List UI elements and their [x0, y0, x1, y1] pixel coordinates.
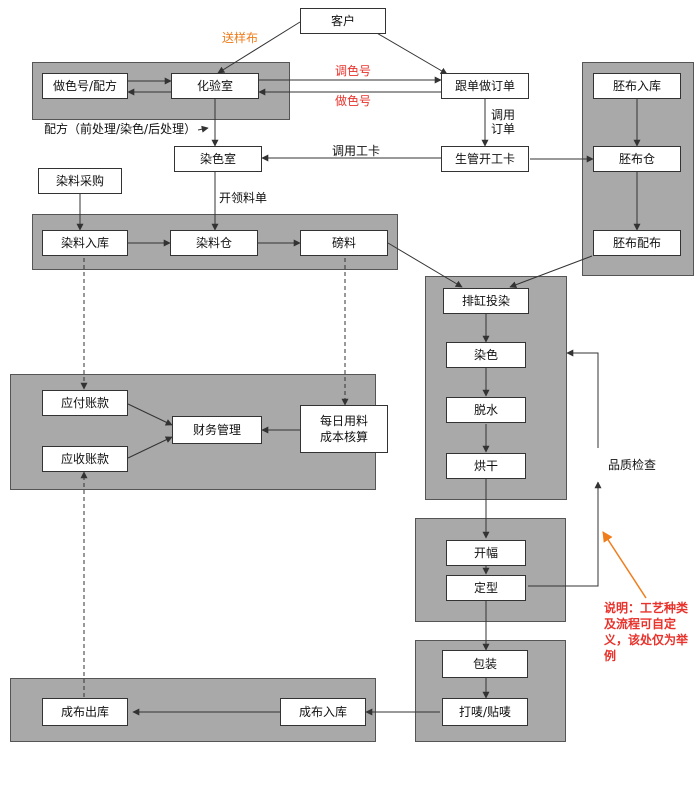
node-grey-fabric-distribution-label: 胚布配布	[612, 236, 661, 250]
node-grey-fabric-distribution: 胚布配布	[593, 230, 681, 256]
node-quality-check: 品质检查	[598, 448, 694, 482]
node-dye-in: 染料入库	[42, 230, 128, 256]
node-lab-label: 化验室	[196, 79, 233, 93]
node-order-follow-label: 跟单做订单	[454, 79, 515, 93]
node-dye-room-label: 染色室	[199, 152, 236, 166]
node-drying: 烘干	[446, 453, 526, 479]
finishing-group-panel	[415, 518, 566, 622]
node-accounts-payable: 应付账款	[42, 390, 128, 416]
note-customizable: 说明：工艺种类及流程可自定义，该处仅为举例	[604, 601, 689, 663]
node-setting-label: 定型	[473, 581, 498, 595]
node-order-follow: 跟单做订单	[441, 73, 529, 99]
label-call-order: 调用 订单	[491, 108, 516, 136]
node-finance: 财务管理	[172, 416, 262, 444]
node-accounts-receivable-label: 应收账款	[60, 452, 109, 466]
node-dewater: 脱水	[446, 397, 526, 423]
node-dyeing: 染色	[446, 342, 526, 368]
node-finished-in: 成布入库	[280, 698, 366, 726]
label-tone-in: 调色号	[335, 64, 372, 78]
node-drying-label: 烘干	[473, 459, 498, 473]
node-weigh-label: 磅料	[331, 236, 356, 250]
node-dye-store: 染料仓	[170, 230, 258, 256]
label-call-card: 调用工卡	[332, 144, 381, 158]
node-mark-label: 打唛/贴唛	[442, 698, 528, 726]
node-packing-label: 包装	[472, 657, 497, 671]
label-tone-out: 做色号	[335, 94, 372, 108]
edge-greydist-vat	[509, 255, 593, 289]
edge-setting-quality	[528, 481, 602, 587]
node-finished-in-label: 成布入库	[298, 705, 347, 719]
node-customer-label: 客户	[330, 14, 355, 28]
edge-weigh-vat	[387, 242, 463, 288]
node-grey-fabric-store-label: 胚布仓	[618, 152, 655, 166]
edge-recipe-label	[197, 125, 209, 133]
node-dye-in-label: 染料入库	[60, 236, 109, 250]
edge-quality-dyeing	[566, 349, 599, 448]
node-weigh: 磅料	[300, 230, 388, 256]
node-color-recipe-label: 做色号/配方	[52, 79, 118, 93]
node-finished-out: 成布出库	[42, 698, 128, 726]
note-pointer-arrow	[602, 531, 647, 599]
label-issue-material: 开领料单	[219, 191, 268, 205]
node-setting: 定型	[446, 575, 526, 601]
node-accounts-receivable: 应收账款	[42, 446, 128, 472]
node-dye-room: 染色室	[174, 146, 262, 172]
node-mark-label-text: 打唛/贴唛	[458, 705, 512, 719]
node-dewater-label: 脱水	[473, 403, 498, 417]
node-customer: 客户	[300, 8, 386, 34]
node-finished-out-label: 成布出库	[60, 705, 109, 719]
node-open-width-label: 开幅	[473, 546, 498, 560]
node-accounts-payable-label: 应付账款	[60, 396, 109, 410]
node-finance-label: 财务管理	[192, 423, 241, 437]
node-color-recipe: 做色号/配方	[42, 73, 128, 99]
node-lab: 化验室	[171, 73, 259, 99]
node-daily-cost: 每日用料 成本核算	[300, 405, 388, 453]
label-recipe: 配方（前处理/染色/后处理）	[44, 122, 197, 136]
node-grey-fabric-store: 胚布仓	[593, 146, 681, 172]
edge-payable-finance	[127, 403, 173, 426]
node-dye-purchase: 染料采购	[38, 168, 122, 194]
node-dye-purchase-label: 染料采购	[55, 174, 104, 188]
node-grey-fabric-in-label: 胚布入库	[612, 79, 661, 93]
node-open-width: 开幅	[446, 540, 526, 566]
node-vat-dyeing-label: 排缸投染	[461, 294, 510, 308]
node-quality-check-label: 品质检查	[608, 458, 657, 472]
edge-customer-lab	[217, 21, 301, 74]
node-vat-dyeing: 排缸投染	[443, 288, 529, 314]
node-grey-fabric-in: 胚布入库	[593, 73, 681, 99]
node-packing: 包装	[442, 650, 528, 678]
label-sample: 送样布	[222, 31, 259, 45]
edge-receivable-finance	[127, 436, 173, 459]
node-daily-cost-label: 每日用料 成本核算	[319, 414, 368, 444]
node-production-card-label: 生管开工卡	[454, 152, 515, 166]
node-dyeing-label: 染色	[473, 348, 498, 362]
node-production-card: 生管开工卡	[441, 146, 529, 172]
node-dye-store-label: 染料仓	[195, 236, 232, 250]
